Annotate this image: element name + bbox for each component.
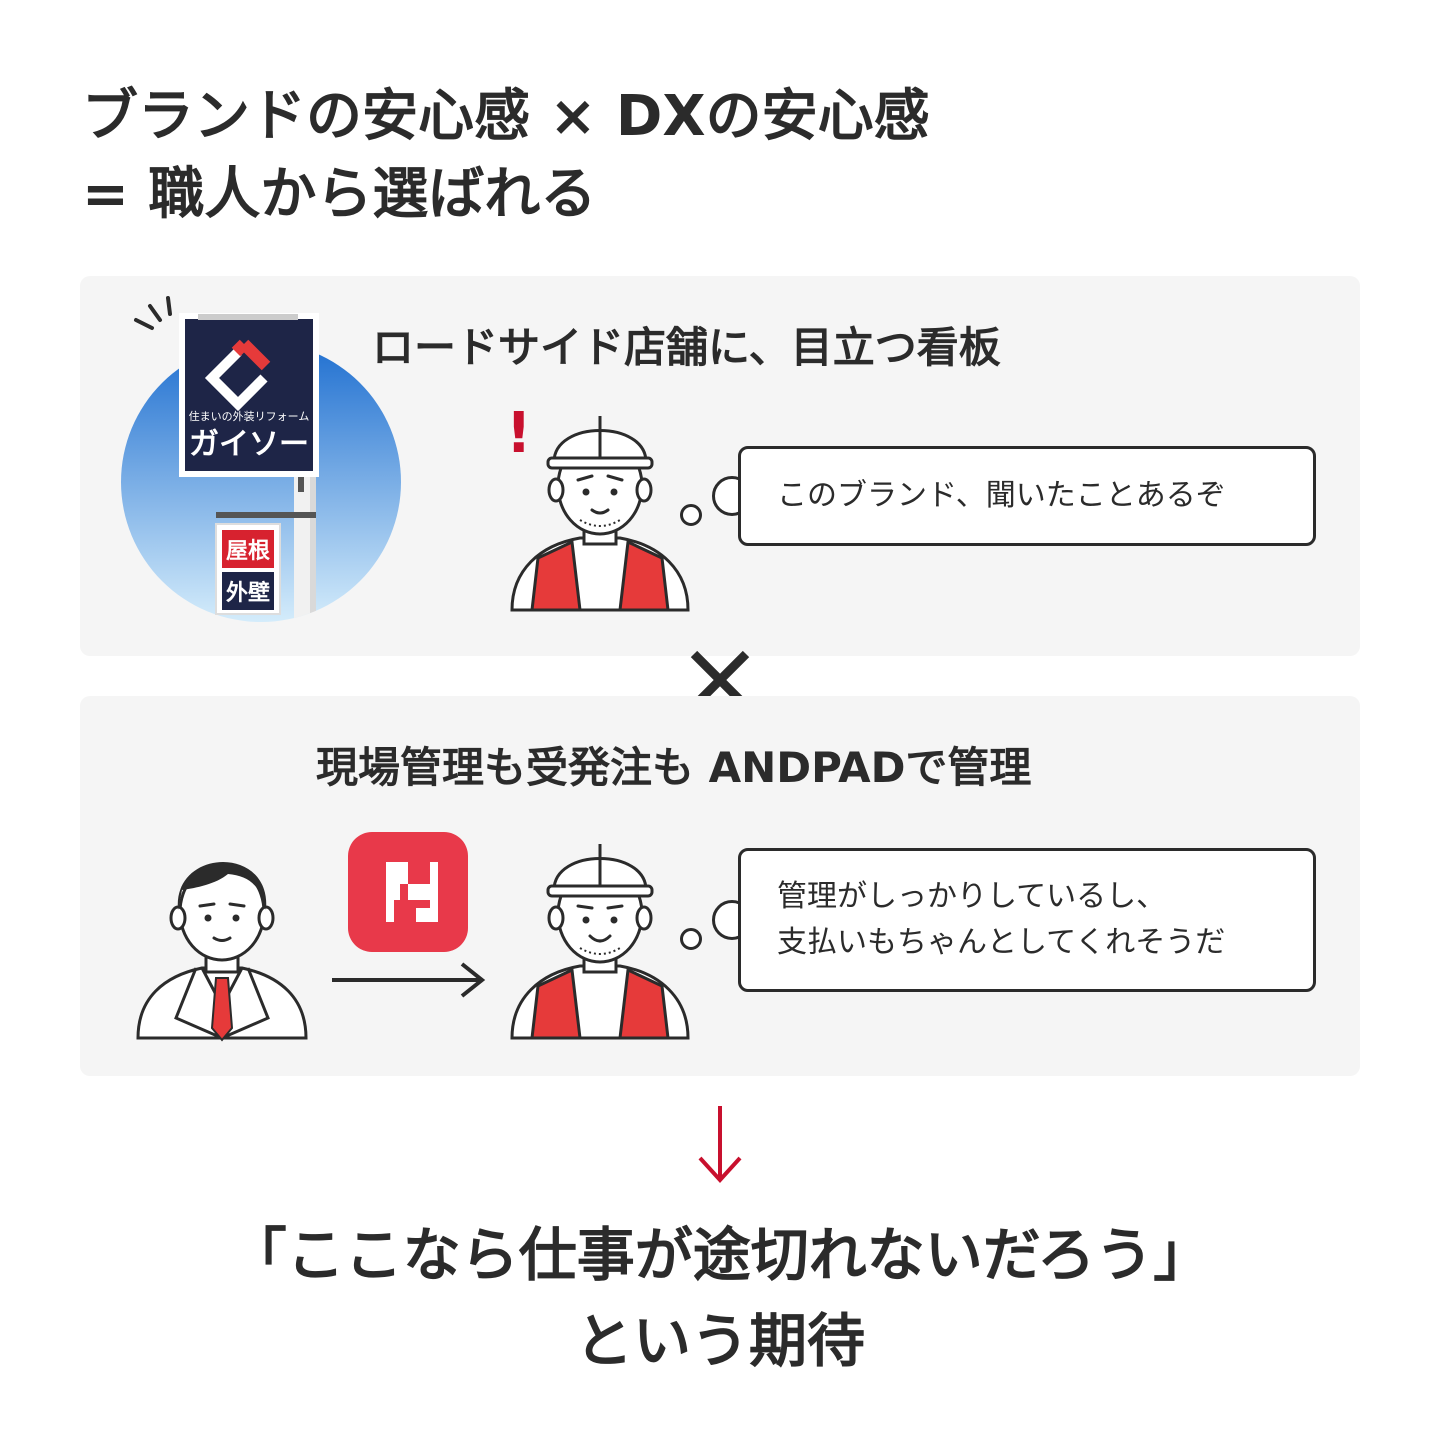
sign-wall: 外壁 xyxy=(226,580,270,606)
thought-bubble-brand: このブランド、聞いたことあるぞ xyxy=(738,446,1316,546)
sign-tagline: 住まいの外装リフォーム xyxy=(189,409,310,423)
conclusion: 「ここなら仕事が途切れないだろう」 という期待 xyxy=(0,1212,1440,1384)
thought-dot-small xyxy=(680,504,702,526)
conclusion-line-1: 「ここなら仕事が途切れないだろう」 xyxy=(228,1221,1212,1289)
hardhat-worker-icon xyxy=(510,416,690,612)
thought-bubble-management-line-1: 管理がしっかりしているし、 xyxy=(777,879,1167,914)
exclamation-mark: ! xyxy=(506,401,532,466)
down-arrow-icon xyxy=(698,1106,742,1183)
thought-bubble-brand-text: このブランド、聞いたことあるぞ xyxy=(777,478,1226,513)
title-line-1: ブランドの安心感 × DXの安心感 xyxy=(82,84,930,149)
andpad-app-icon xyxy=(348,832,468,952)
thought-bubble-management: 管理がしっかりしているし、 支払いもちゃんとしてくれそうだ xyxy=(738,848,1316,992)
andpad-panel-heading: 現場管理も受発注も ANDPADで管理 xyxy=(316,743,1032,792)
page-title: ブランドの安心感 × DXの安心感 = 職人から選ばれる xyxy=(82,78,930,234)
store-sign-illustration: 住まいの外装リフォーム ガイソー 屋根 外壁 xyxy=(121,296,401,622)
signboard-panel: ロードサイド店舗に、目立つ看板 住まいの外装リフォーム ガイソー xyxy=(80,276,1360,656)
right-arrow-icon xyxy=(332,962,486,998)
conclusion-line-2: という期待 xyxy=(574,1307,865,1375)
andpad-panel: 現場管理も受発注も ANDPADで管理 xyxy=(80,696,1360,1076)
title-line-2: = 職人から選ばれる xyxy=(82,162,597,227)
sign-roof: 屋根 xyxy=(226,539,270,564)
businessman-icon xyxy=(136,861,308,1042)
hardhat-worker-icon xyxy=(510,844,690,1040)
thought-dot-small xyxy=(680,928,702,950)
thought-bubble-management-line-2: 支払いもちゃんとしてくれそうだ xyxy=(777,925,1226,960)
sign-brand: ガイソー xyxy=(189,428,309,461)
signboard-panel-heading: ロードサイド店舗に、目立つ看板 xyxy=(372,323,1001,372)
